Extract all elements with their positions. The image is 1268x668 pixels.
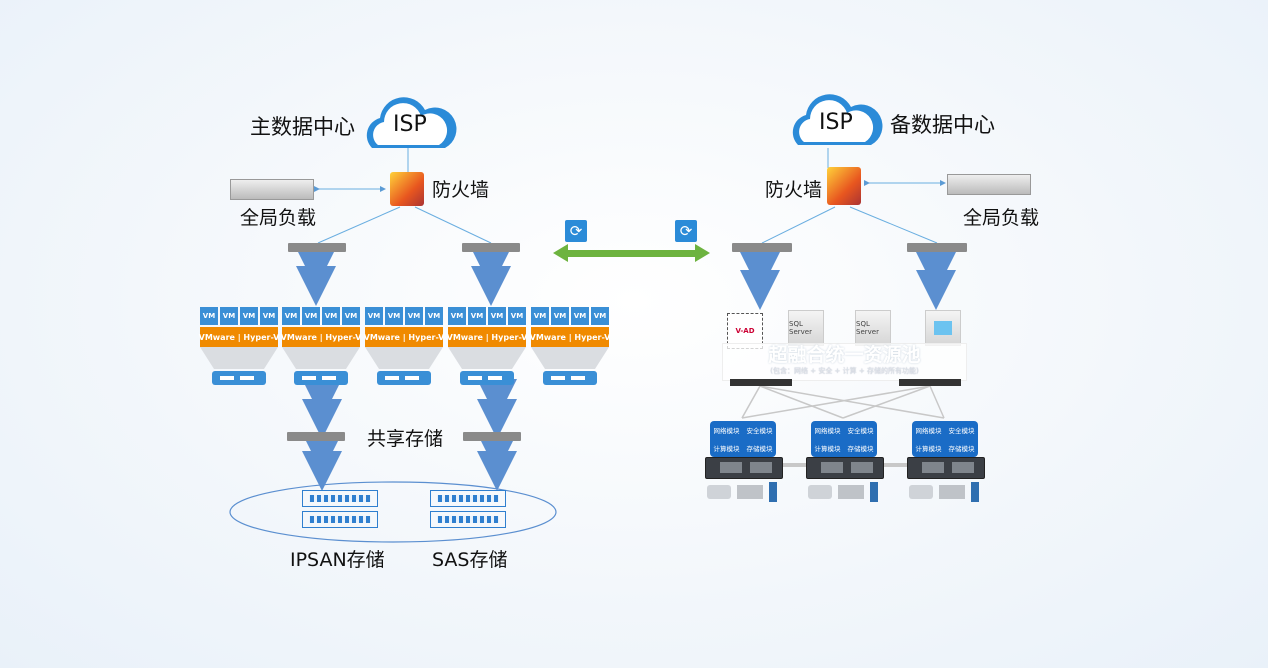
resource-pool-title: 超融合统一资源池 [768, 344, 921, 366]
module-label: 网络模块 [814, 427, 841, 435]
sas-storage-label: SAS存储 [432, 549, 508, 571]
sql-server-icon: SQL Server [855, 310, 891, 346]
hci-server-icon [907, 457, 985, 479]
sync-icon: ⟳ [675, 220, 697, 242]
mesh-lines [741, 385, 945, 467]
switch [899, 379, 961, 386]
vm-box: VM [468, 307, 486, 325]
vm-box: VM [488, 307, 506, 325]
vm-box: VM [405, 307, 423, 325]
switch [732, 243, 792, 252]
vm-box: VM [302, 307, 320, 325]
hypervisor-label: VMware | Hyper-V [281, 327, 361, 347]
hypervisor-label: VMware | Hyper-V [199, 327, 279, 347]
double-arrows [296, 248, 956, 491]
host-connector [448, 347, 526, 369]
load-balancer-label: 全局负载 [963, 207, 1040, 229]
sync-link-arrow [553, 244, 710, 262]
module-box: 网络模块安全模块计算模块存储模块 [710, 421, 776, 457]
vm-box: VM [425, 307, 443, 325]
vm-box: VM [531, 307, 549, 325]
resource-pool-box: 超融合统一资源池 (包含：网络 + 安全 + 计算 + 存储的所有功能) [722, 343, 967, 381]
storage-array-icon [302, 490, 378, 530]
shared-storage-label: 共享存储 [367, 428, 444, 450]
sql-server-icon: SQL Server [788, 310, 824, 346]
module-label: 计算模块 [915, 445, 942, 453]
vm-box: VM [571, 307, 589, 325]
module-label: 存储模块 [948, 445, 975, 453]
module-label: 存储模块 [847, 445, 874, 453]
firewall-label: 防火墙 [432, 179, 490, 201]
vm-box: VM [551, 307, 569, 325]
primary-dc-title: 主数据中心 [250, 115, 355, 139]
hypervisor-label: VMware | Hyper-V [364, 327, 444, 347]
server-icon [543, 371, 597, 385]
vm-box: VM [365, 307, 383, 325]
module-label: 安全模块 [948, 427, 975, 435]
vm-box: VM [448, 307, 466, 325]
host-connector [282, 347, 360, 369]
firewall-icon [827, 167, 861, 205]
app-server-icon [925, 310, 961, 346]
storage-ellipse [229, 481, 557, 543]
host-connector [200, 347, 278, 369]
vm-box: VM [342, 307, 360, 325]
load-balancer-icon [947, 174, 1031, 195]
module-label: 网络模块 [713, 427, 740, 435]
switch [287, 432, 345, 441]
isp-label: ISP [393, 112, 427, 137]
switch [463, 432, 521, 441]
server-icon [212, 371, 266, 385]
load-balancer-label: 全局负载 [240, 207, 317, 229]
vm-box: VM [385, 307, 403, 325]
backup-dc-title: 备数据中心 [890, 113, 995, 137]
host-connector [365, 347, 443, 369]
hci-server-icon [806, 457, 884, 479]
switch [462, 243, 520, 252]
resource-pool-subtitle: (包含：网络 + 安全 + 计算 + 存储的所有功能) [770, 367, 919, 375]
load-balancer-icon [230, 179, 314, 200]
storage-array-icon [430, 490, 506, 530]
vm-box: VM [200, 307, 218, 325]
vm-box: VM [220, 307, 238, 325]
vm-box: VM [322, 307, 340, 325]
server-icon [460, 371, 514, 385]
vm-box: VM [260, 307, 278, 325]
module-label: 网络模块 [915, 427, 942, 435]
module-box: 网络模块安全模块计算模块存储模块 [811, 421, 877, 457]
host-connector [531, 347, 609, 369]
switch [907, 243, 967, 252]
module-label: 存储模块 [746, 445, 773, 453]
sync-icon: ⟳ [565, 220, 587, 242]
firewall-label: 防火墙 [765, 179, 823, 201]
switch [730, 379, 792, 386]
vm-box: VM [508, 307, 526, 325]
hypervisor-label: VMware | Hyper-V [530, 327, 610, 347]
firewall-icon [390, 172, 424, 206]
server-icon [294, 371, 348, 385]
hypervisor-label: VMware | Hyper-V [447, 327, 527, 347]
module-label: 安全模块 [746, 427, 773, 435]
module-box: 网络模块安全模块计算模块存储模块 [912, 421, 978, 457]
vm-box: VM [240, 307, 258, 325]
hci-server-icon [705, 457, 783, 479]
module-label: 计算模块 [713, 445, 740, 453]
vm-box: VM [282, 307, 300, 325]
module-label: 计算模块 [814, 445, 841, 453]
switch [288, 243, 346, 252]
vm-box: VM [591, 307, 609, 325]
module-label: 安全模块 [847, 427, 874, 435]
isp-label: ISP [819, 110, 853, 135]
ipsan-storage-label: IPSAN存储 [290, 549, 385, 571]
server-icon [377, 371, 431, 385]
